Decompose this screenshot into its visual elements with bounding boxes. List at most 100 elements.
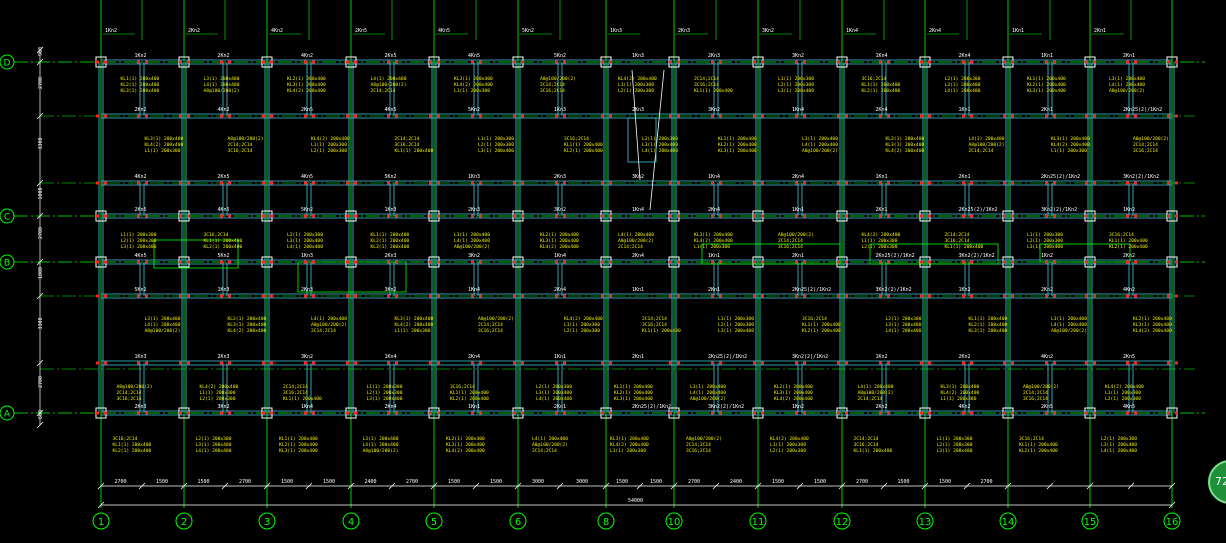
rebar-mark bbox=[962, 411, 965, 415]
beam-label: 5Kn2 bbox=[218, 253, 230, 259]
rebar-mark bbox=[1167, 60, 1170, 64]
rebar-mark bbox=[669, 260, 672, 264]
rebar-mark bbox=[437, 181, 440, 185]
beam-label: 4Kn5 bbox=[301, 174, 313, 180]
axis-bubble-label: A bbox=[4, 410, 11, 420]
beam-label: 4Kn2 bbox=[1041, 354, 1053, 360]
rebar-mark bbox=[1045, 114, 1048, 118]
dimension-tick bbox=[347, 482, 355, 490]
beam-label: 2Kn25(2)/1Kn2 bbox=[1123, 107, 1162, 113]
beam-label: 1Kn4 bbox=[385, 354, 397, 360]
rebar-mark bbox=[137, 214, 140, 218]
beam-note: 3C16;2C14 bbox=[854, 442, 879, 448]
rebar-mark bbox=[555, 361, 558, 365]
beam-note: 2C14;2C14 bbox=[1133, 142, 1158, 148]
rebar-mark bbox=[521, 411, 524, 415]
dimension-tick bbox=[138, 482, 146, 490]
beam-note: 3C16;2C14 bbox=[478, 328, 503, 334]
beam-note: L2(1) 200x300 bbox=[778, 82, 814, 88]
rebar-mark bbox=[354, 411, 357, 415]
dimension-tick bbox=[796, 482, 804, 490]
rebar-mark bbox=[555, 181, 558, 185]
rebar-mark bbox=[437, 361, 440, 365]
top-tag: 2Kn1 bbox=[1094, 28, 1106, 34]
beam-note: L3(1) 200x400 bbox=[802, 136, 838, 142]
dimension-tick bbox=[263, 482, 271, 490]
beam-label: 1Kn1 bbox=[792, 207, 804, 213]
beam-note: KL4(2) 200x400 bbox=[311, 136, 350, 142]
beam-label: 3Kn2(2)/1Kn2 bbox=[959, 253, 995, 259]
rebar-mark bbox=[795, 181, 798, 185]
rebar-mark bbox=[429, 361, 432, 365]
rebar-mark bbox=[711, 181, 714, 185]
rebar-mark bbox=[1093, 214, 1096, 218]
beam-note: KL3(1) 200x400 bbox=[371, 244, 410, 250]
rebar-mark bbox=[555, 260, 558, 264]
rebar-mark bbox=[719, 60, 722, 64]
rebar-mark bbox=[354, 60, 357, 64]
beam-label: 1Kn2 bbox=[135, 53, 147, 59]
rebar-mark bbox=[1045, 181, 1048, 185]
beam-label: 3Kn2 bbox=[632, 174, 644, 180]
axis-bubble-column bbox=[916, 512, 934, 530]
beam-note: A8@100/200(2) bbox=[532, 442, 568, 448]
dimension-value: 1500 bbox=[939, 479, 951, 485]
beam-note: A8@100/200(2) bbox=[540, 76, 576, 82]
rebar-mark bbox=[1167, 114, 1170, 118]
beam-label: 1Kn4 bbox=[632, 207, 644, 213]
rebar-mark bbox=[145, 260, 148, 264]
rebar-mark bbox=[262, 60, 265, 64]
rebar-mark bbox=[479, 411, 482, 415]
beam-note: L3(1) 200x400 bbox=[937, 448, 973, 454]
beam-note: L3(1) 200x400 bbox=[363, 436, 399, 442]
rebar-mark bbox=[1093, 361, 1096, 365]
rebar-mark bbox=[354, 114, 357, 118]
rebar-mark bbox=[521, 361, 524, 365]
beam-note: 3C16;2C14 bbox=[1133, 148, 1158, 154]
rebar-mark bbox=[1011, 361, 1014, 365]
rebar-mark bbox=[920, 361, 923, 365]
beam-label: 2Kn1 bbox=[554, 404, 566, 410]
beam-note: 3C16;2C14 bbox=[450, 384, 475, 390]
rebar-mark bbox=[513, 361, 516, 365]
beam-note: A8@100/200(2) bbox=[228, 136, 264, 142]
axis-bubble-label: 10 bbox=[668, 517, 681, 528]
axis-bubble-row bbox=[0, 208, 15, 224]
beam-note: KL1(1) 200x400 bbox=[862, 82, 901, 88]
rebar-mark bbox=[346, 214, 349, 218]
beam-label: 2Kn4 bbox=[632, 253, 644, 259]
beam-note: L2(1) 200x300 bbox=[770, 448, 806, 454]
rebar-mark bbox=[387, 260, 390, 264]
beam-note: L3(1) 200x400 bbox=[121, 244, 157, 250]
beam-note: KL3(1) 200x400 bbox=[121, 88, 160, 94]
rebar-mark bbox=[1126, 294, 1129, 298]
rebar-mark bbox=[262, 411, 265, 415]
rebar-mark bbox=[1175, 294, 1178, 298]
beam-note: 3C16;2C14 bbox=[113, 436, 138, 442]
axis-bubble-label: 8 bbox=[603, 517, 609, 528]
beam-note: 2C14;2C14 bbox=[283, 384, 308, 390]
rebar-mark bbox=[513, 411, 516, 415]
rebar-mark bbox=[1085, 114, 1088, 118]
rebar-mark bbox=[887, 411, 890, 415]
rebar-mark bbox=[1053, 60, 1056, 64]
rebar-mark bbox=[429, 411, 432, 415]
axis-bubble-label: 6 bbox=[515, 517, 521, 528]
beam-label: 1Kn4 bbox=[876, 53, 888, 59]
beam-note: KL3(1) 200x400 bbox=[774, 390, 813, 396]
rebar-mark bbox=[270, 60, 273, 64]
rebar-mark bbox=[1085, 60, 1088, 64]
rebar-mark bbox=[970, 294, 973, 298]
dimension-value: 1500 bbox=[448, 479, 460, 485]
beam-note: L3(1) 200x400 bbox=[778, 88, 814, 94]
rebar-mark bbox=[1011, 60, 1014, 64]
beam-note: 3C16;2C14 bbox=[686, 448, 711, 454]
beam-label: 2Kn5 bbox=[1041, 404, 1053, 410]
rebar-mark bbox=[96, 114, 99, 118]
rebar-mark bbox=[387, 214, 390, 218]
beam-note: 3C16;2C14 bbox=[778, 244, 803, 250]
rebar-mark bbox=[795, 361, 798, 365]
beam-label: 2Kn2 bbox=[135, 107, 147, 113]
